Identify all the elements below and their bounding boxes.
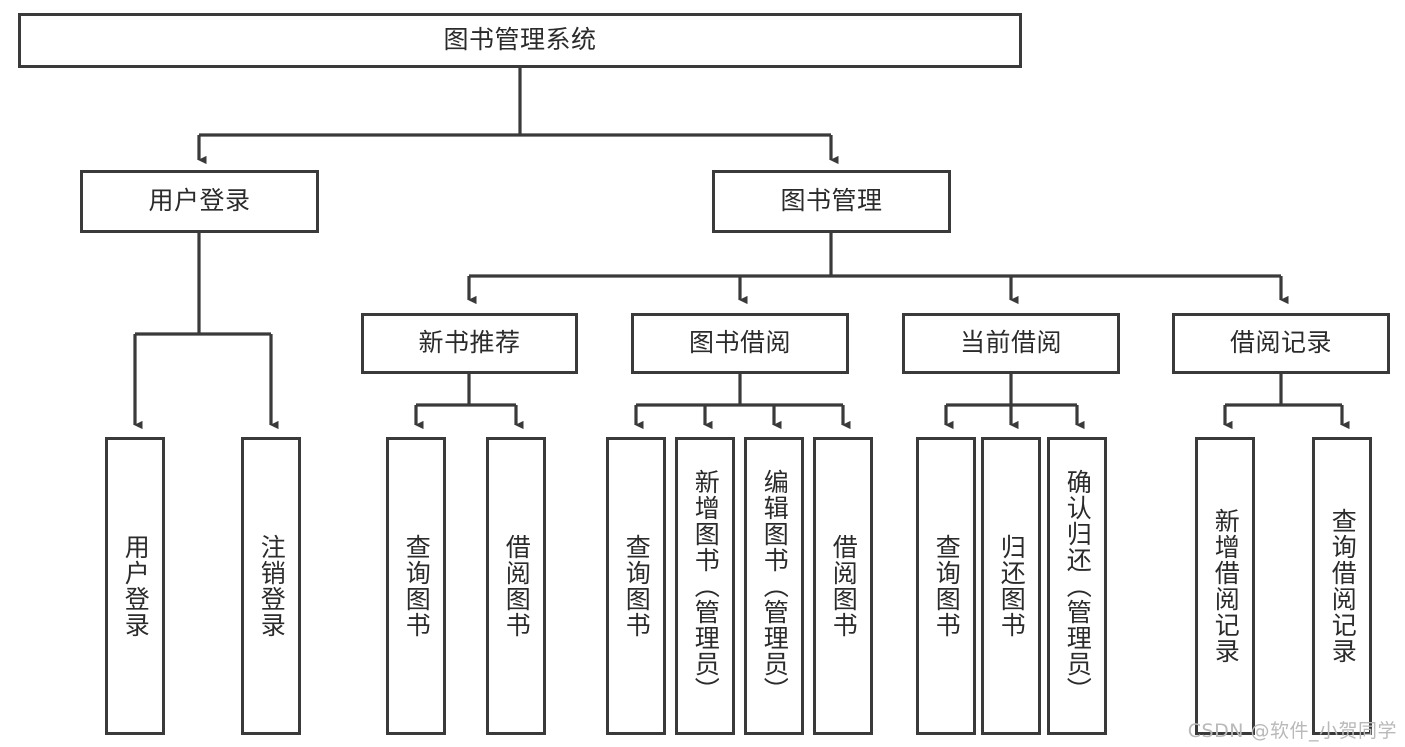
node-leaf-query-book-3[interactable]: 查询图书 <box>916 437 976 735</box>
node-book-management[interactable]: 图书管理 <box>712 170 951 233</box>
node-new-book-recommend[interactable]: 新书推荐 <box>361 313 578 374</box>
node-user-login[interactable]: 用户登录 <box>80 170 319 233</box>
node-leaf-borrow-book-2[interactable]: 借阅图书 <box>813 437 873 735</box>
node-leaf-user-logout-label: 注销登录 <box>257 534 287 638</box>
node-current-borrow[interactable]: 当前借阅 <box>902 313 1120 374</box>
node-borrow-record-label: 借阅记录 <box>1229 328 1332 358</box>
node-leaf-confirm-return-label: 确认归还（管理员） <box>1063 469 1093 703</box>
node-current-borrow-label: 当前借阅 <box>959 328 1062 358</box>
node-root[interactable]: 图书管理系统 <box>18 13 1022 68</box>
node-root-label: 图书管理系统 <box>443 25 597 55</box>
node-leaf-borrow-book-2-label: 借阅图书 <box>829 534 859 638</box>
node-leaf-user-login-label: 用户登录 <box>121 534 151 638</box>
node-leaf-add-book[interactable]: 新增图书（管理员） <box>675 437 735 735</box>
node-leaf-query-record[interactable]: 查询借阅记录 <box>1312 437 1372 735</box>
csdn-watermark: CSDN @软件_小贺同学 <box>1187 720 1397 742</box>
node-leaf-add-record-label: 新增借阅记录 <box>1211 508 1241 664</box>
node-leaf-query-book-2[interactable]: 查询图书 <box>606 437 666 735</box>
node-leaf-borrow-book-1-label: 借阅图书 <box>502 534 532 638</box>
node-leaf-confirm-return[interactable]: 确认归还（管理员） <box>1047 437 1107 735</box>
node-leaf-query-record-label: 查询借阅记录 <box>1328 508 1358 664</box>
node-borrow-record[interactable]: 借阅记录 <box>1172 313 1390 374</box>
node-leaf-query-book-1-label: 查询图书 <box>402 534 432 638</box>
node-leaf-borrow-book-1[interactable]: 借阅图书 <box>486 437 546 735</box>
node-leaf-query-book-1[interactable]: 查询图书 <box>386 437 446 735</box>
node-leaf-user-logout[interactable]: 注销登录 <box>241 437 301 735</box>
node-leaf-query-book-3-label: 查询图书 <box>932 534 962 638</box>
node-leaf-query-book-2-label: 查询图书 <box>622 534 652 638</box>
node-book-borrow-label: 图书借阅 <box>688 328 791 358</box>
node-leaf-return-book[interactable]: 归还图书 <box>981 437 1041 735</box>
node-leaf-add-book-label: 新增图书（管理员） <box>691 469 721 703</box>
node-book-borrow[interactable]: 图书借阅 <box>631 313 849 374</box>
node-new-book-recommend-label: 新书推荐 <box>418 328 521 358</box>
node-leaf-user-login[interactable]: 用户登录 <box>105 437 165 735</box>
node-user-login-label: 用户登录 <box>148 186 251 216</box>
node-leaf-add-record[interactable]: 新增借阅记录 <box>1195 437 1255 735</box>
node-leaf-edit-book-label: 编辑图书（管理员） <box>760 469 790 703</box>
node-book-management-label: 图书管理 <box>780 186 883 216</box>
node-leaf-edit-book[interactable]: 编辑图书（管理员） <box>744 437 804 735</box>
node-leaf-return-book-label: 归还图书 <box>997 534 1027 638</box>
